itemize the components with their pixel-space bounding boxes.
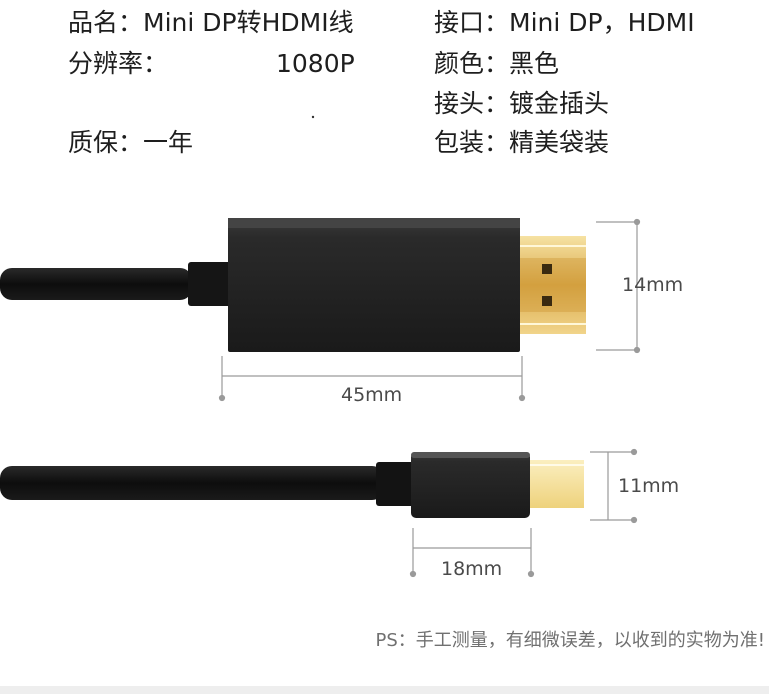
measurement-note: PS：手工测量，有细微误差，以收到的实物为准! xyxy=(375,630,766,651)
minidp-gold-plug xyxy=(530,460,584,508)
hdmi-height-dimension xyxy=(596,218,641,354)
minidp-connector xyxy=(0,452,584,518)
hdmi-length-label: 45mm xyxy=(341,384,403,406)
spec-resolution-label: 分辨率： xyxy=(68,49,169,78)
hdmi-length-dimension xyxy=(218,356,526,402)
minidp-length-dimension xyxy=(409,528,535,578)
minidp-height-dimension xyxy=(590,448,638,524)
spec-product-name: 品名：Mini DP转HDMI线 xyxy=(68,8,354,37)
hdmi-strain-relief xyxy=(188,262,232,306)
spec-packaging: 包装：精美袋装 xyxy=(434,128,610,157)
minidp-height-label: 11mm xyxy=(618,475,680,497)
hdmi-gold-plug xyxy=(520,236,586,334)
minidp-length-label: 18mm xyxy=(441,558,503,580)
spec-resolution-value: 1080P xyxy=(276,49,355,78)
minidp-housing xyxy=(411,452,530,518)
minidp-cable xyxy=(0,466,384,500)
minidp-strain-relief xyxy=(376,462,416,506)
spec-color: 颜色：黑色 xyxy=(434,49,560,78)
hdmi-height-label: 14mm xyxy=(622,274,684,296)
spec-interface: 接口：Mini DP，HDMI xyxy=(434,8,695,37)
hdmi-cable xyxy=(0,268,192,300)
hdmi-housing xyxy=(228,218,520,352)
hdmi-connector xyxy=(0,218,586,352)
spec-connector: 接头：镀金插头 xyxy=(434,89,610,118)
spec-warranty: 质保：一年 xyxy=(68,128,194,157)
bottom-divider xyxy=(0,686,769,694)
